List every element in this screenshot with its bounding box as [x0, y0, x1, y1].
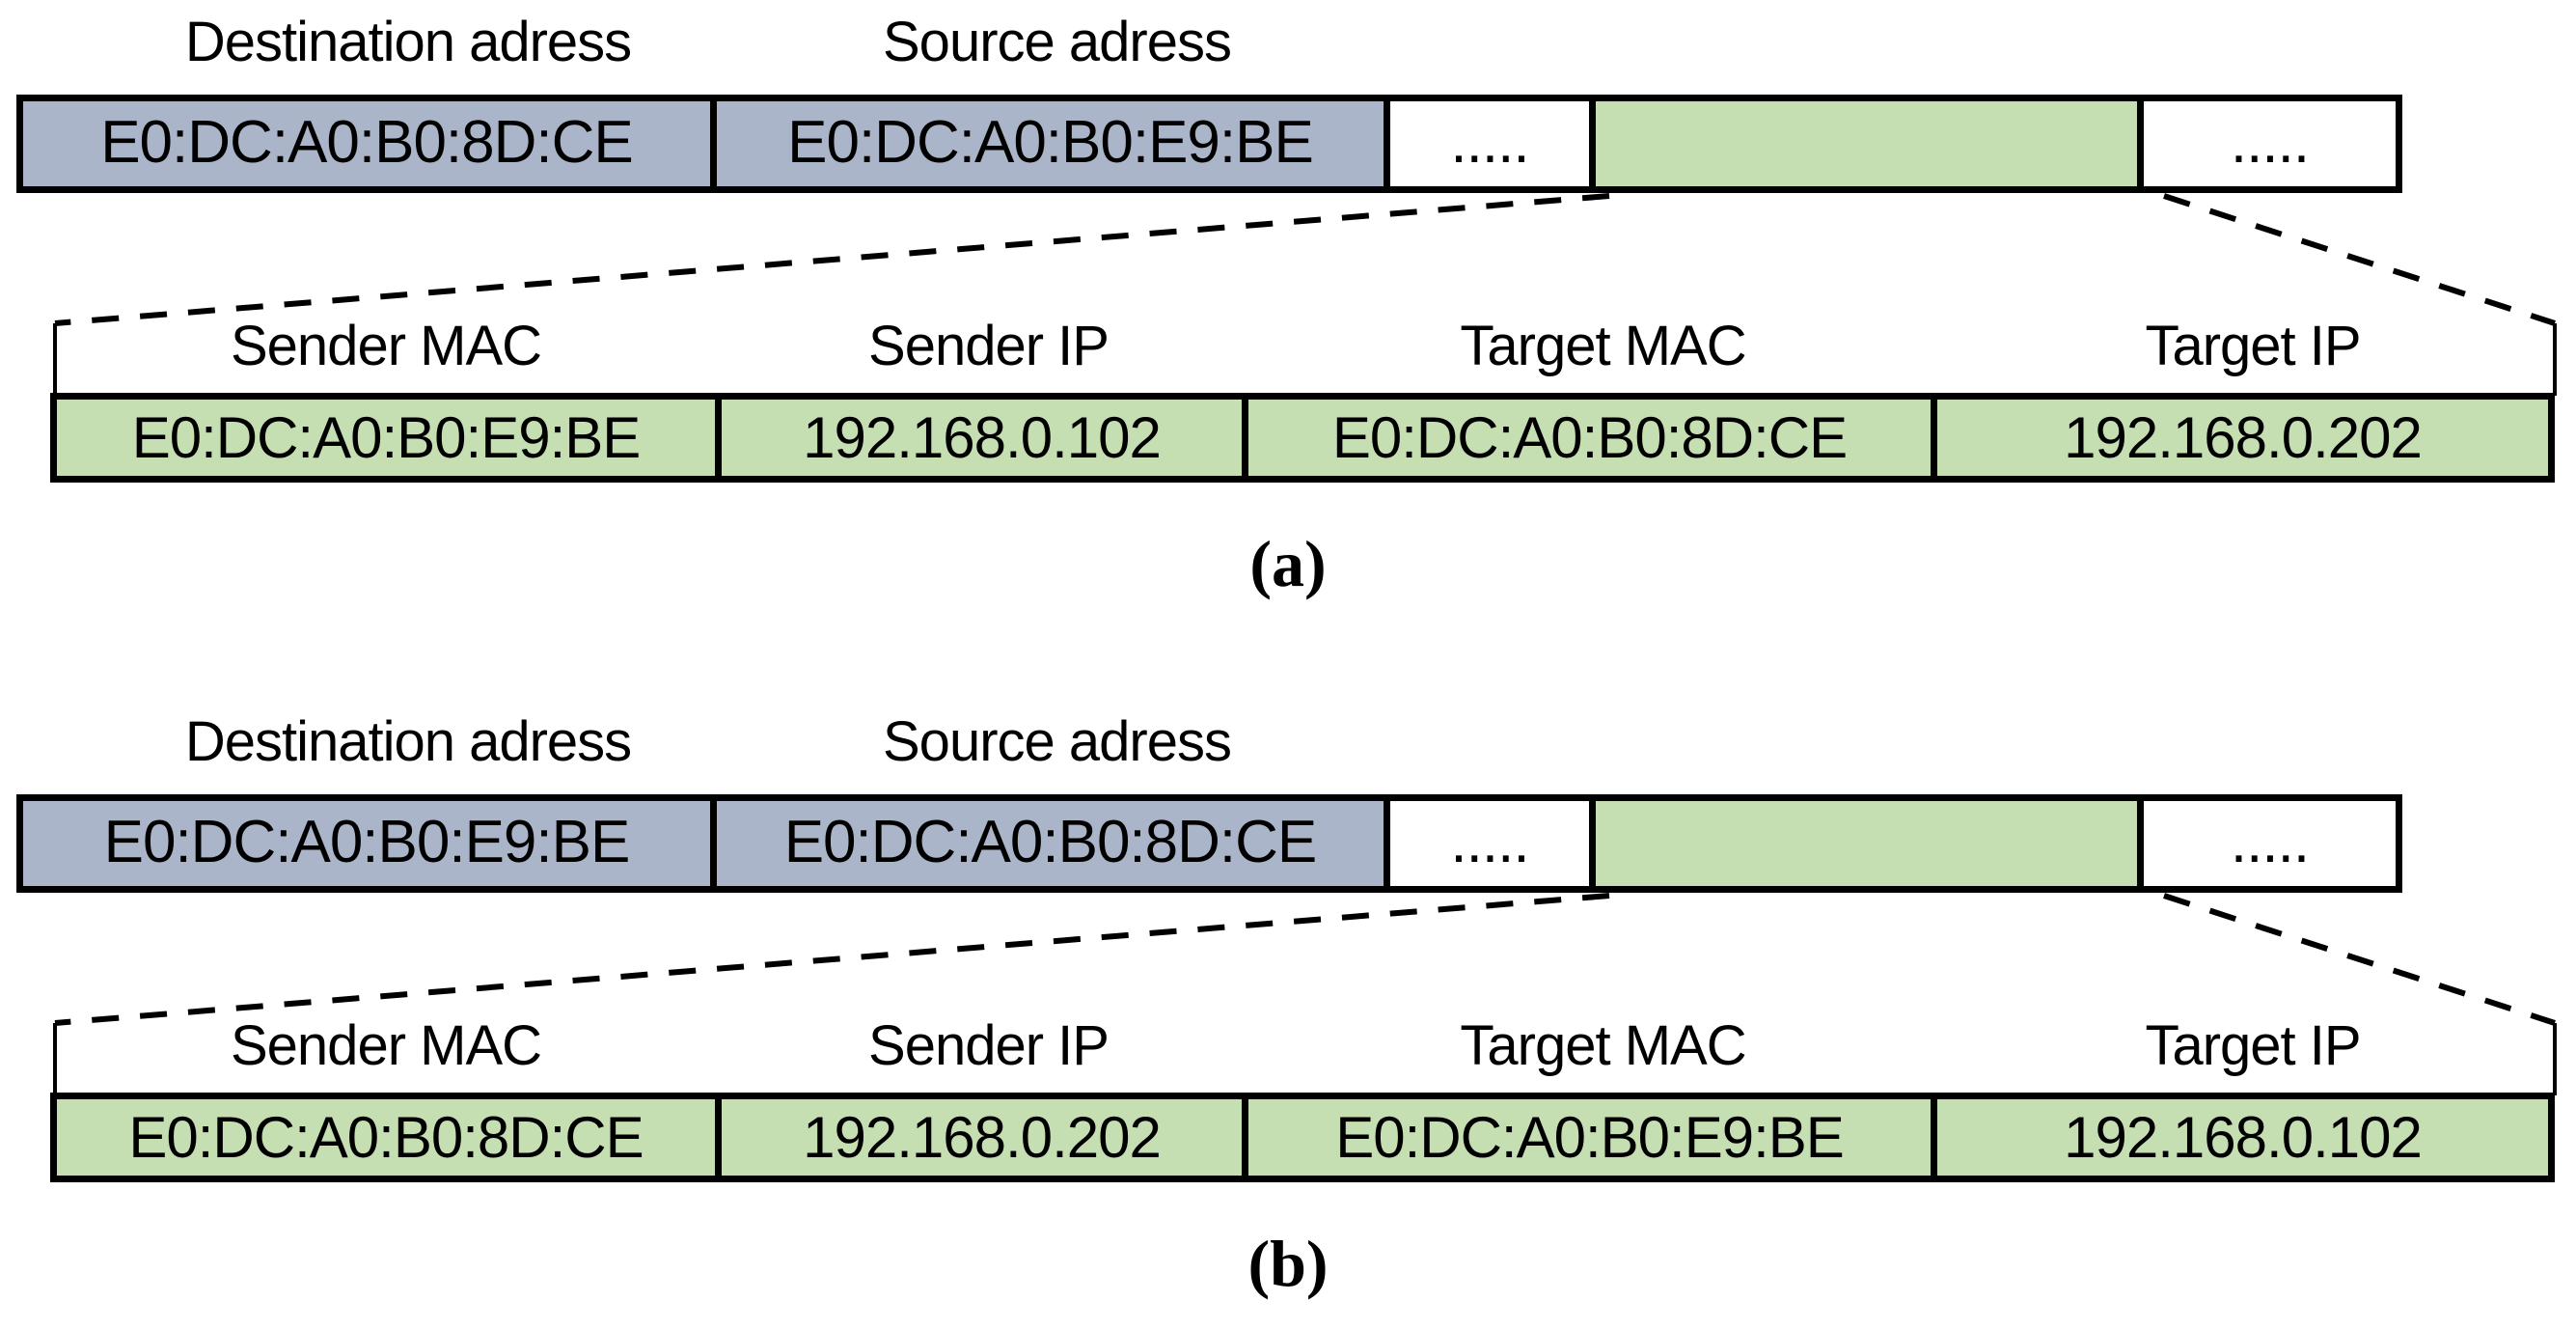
arp-frame-diagram-b: Destination adress Source adress E0:DC:A…: [0, 700, 2576, 1329]
eth-ellipsis-cell-left: .....: [1390, 801, 1596, 886]
eth-destination-mac-cell: E0:DC:A0:B0:E9:BE: [23, 801, 717, 886]
sender-mac-header: Sender MAC: [230, 1014, 542, 1077]
source-address-label: Source adress: [883, 11, 1232, 73]
sender-ip-header: Sender IP: [868, 1014, 1110, 1077]
subfigure-caption-b: (b): [1247, 1227, 1329, 1300]
dashed-line-left: [54, 193, 1610, 326]
ethernet-frame-row: E0:DC:A0:B0:E9:BE E0:DC:A0:B0:8D:CE ....…: [16, 794, 2402, 893]
subfigure-caption-a: (a): [1249, 527, 1327, 600]
arp-target-ip-cell: 192.168.0.202: [1937, 400, 2548, 476]
dashed-line-left: [54, 893, 1610, 1026]
sender-ip-header: Sender IP: [868, 315, 1110, 377]
arp-frame-diagram-a: Destination adress Source adress E0:DC:A…: [0, 0, 2576, 629]
arp-header-row: Sender MAC Sender IP Target MAC Target I…: [50, 1014, 2555, 1078]
arp-header-row: Sender MAC Sender IP Target MAC Target I…: [50, 315, 2555, 378]
ethernet-frame-row: E0:DC:A0:B0:8D:CE E0:DC:A0:B0:E9:BE ....…: [16, 95, 2402, 193]
dashed-line-right: [2163, 193, 2556, 326]
arp-sender-ip-cell: 192.168.0.102: [722, 400, 1248, 476]
target-ip-header: Target IP: [2145, 315, 2361, 377]
target-mac-header: Target MAC: [1460, 1014, 1746, 1077]
source-address-label: Source adress: [883, 710, 1232, 773]
dashed-line-right: [2163, 893, 2556, 1026]
arp-target-mac-cell: E0:DC:A0:B0:8D:CE: [1248, 400, 1937, 476]
destination-address-label: Destination adress: [184, 11, 632, 73]
destination-address-label: Destination adress: [184, 710, 632, 773]
sender-mac-header: Sender MAC: [230, 315, 542, 377]
eth-source-mac-cell: E0:DC:A0:B0:E9:BE: [717, 101, 1390, 186]
arp-target-mac-cell: E0:DC:A0:B0:E9:BE: [1248, 1099, 1937, 1176]
arp-sender-mac-cell: E0:DC:A0:B0:8D:CE: [57, 1099, 722, 1176]
eth-arp-payload-cell: [1596, 801, 2144, 886]
arp-sender-ip-cell: 192.168.0.202: [722, 1099, 1248, 1176]
target-mac-header: Target MAC: [1460, 315, 1746, 377]
arp-payload-table: E0:DC:A0:B0:E9:BE 192.168.0.102 E0:DC:A0…: [50, 393, 2555, 483]
arp-payload-table: E0:DC:A0:B0:8D:CE 192.168.0.202 E0:DC:A0…: [50, 1093, 2555, 1182]
eth-source-mac-cell: E0:DC:A0:B0:8D:CE: [717, 801, 1390, 886]
target-ip-header: Target IP: [2145, 1014, 2361, 1077]
eth-destination-mac-cell: E0:DC:A0:B0:8D:CE: [23, 101, 717, 186]
arp-sender-mac-cell: E0:DC:A0:B0:E9:BE: [57, 400, 722, 476]
eth-ellipsis-cell-right: .....: [2230, 109, 2310, 176]
eth-ellipsis-cell-right: .....: [2230, 809, 2310, 875]
eth-ellipsis-cell-left: .....: [1390, 101, 1596, 186]
eth-arp-payload-cell: [1596, 101, 2144, 186]
arp-target-ip-cell: 192.168.0.102: [1937, 1099, 2548, 1176]
